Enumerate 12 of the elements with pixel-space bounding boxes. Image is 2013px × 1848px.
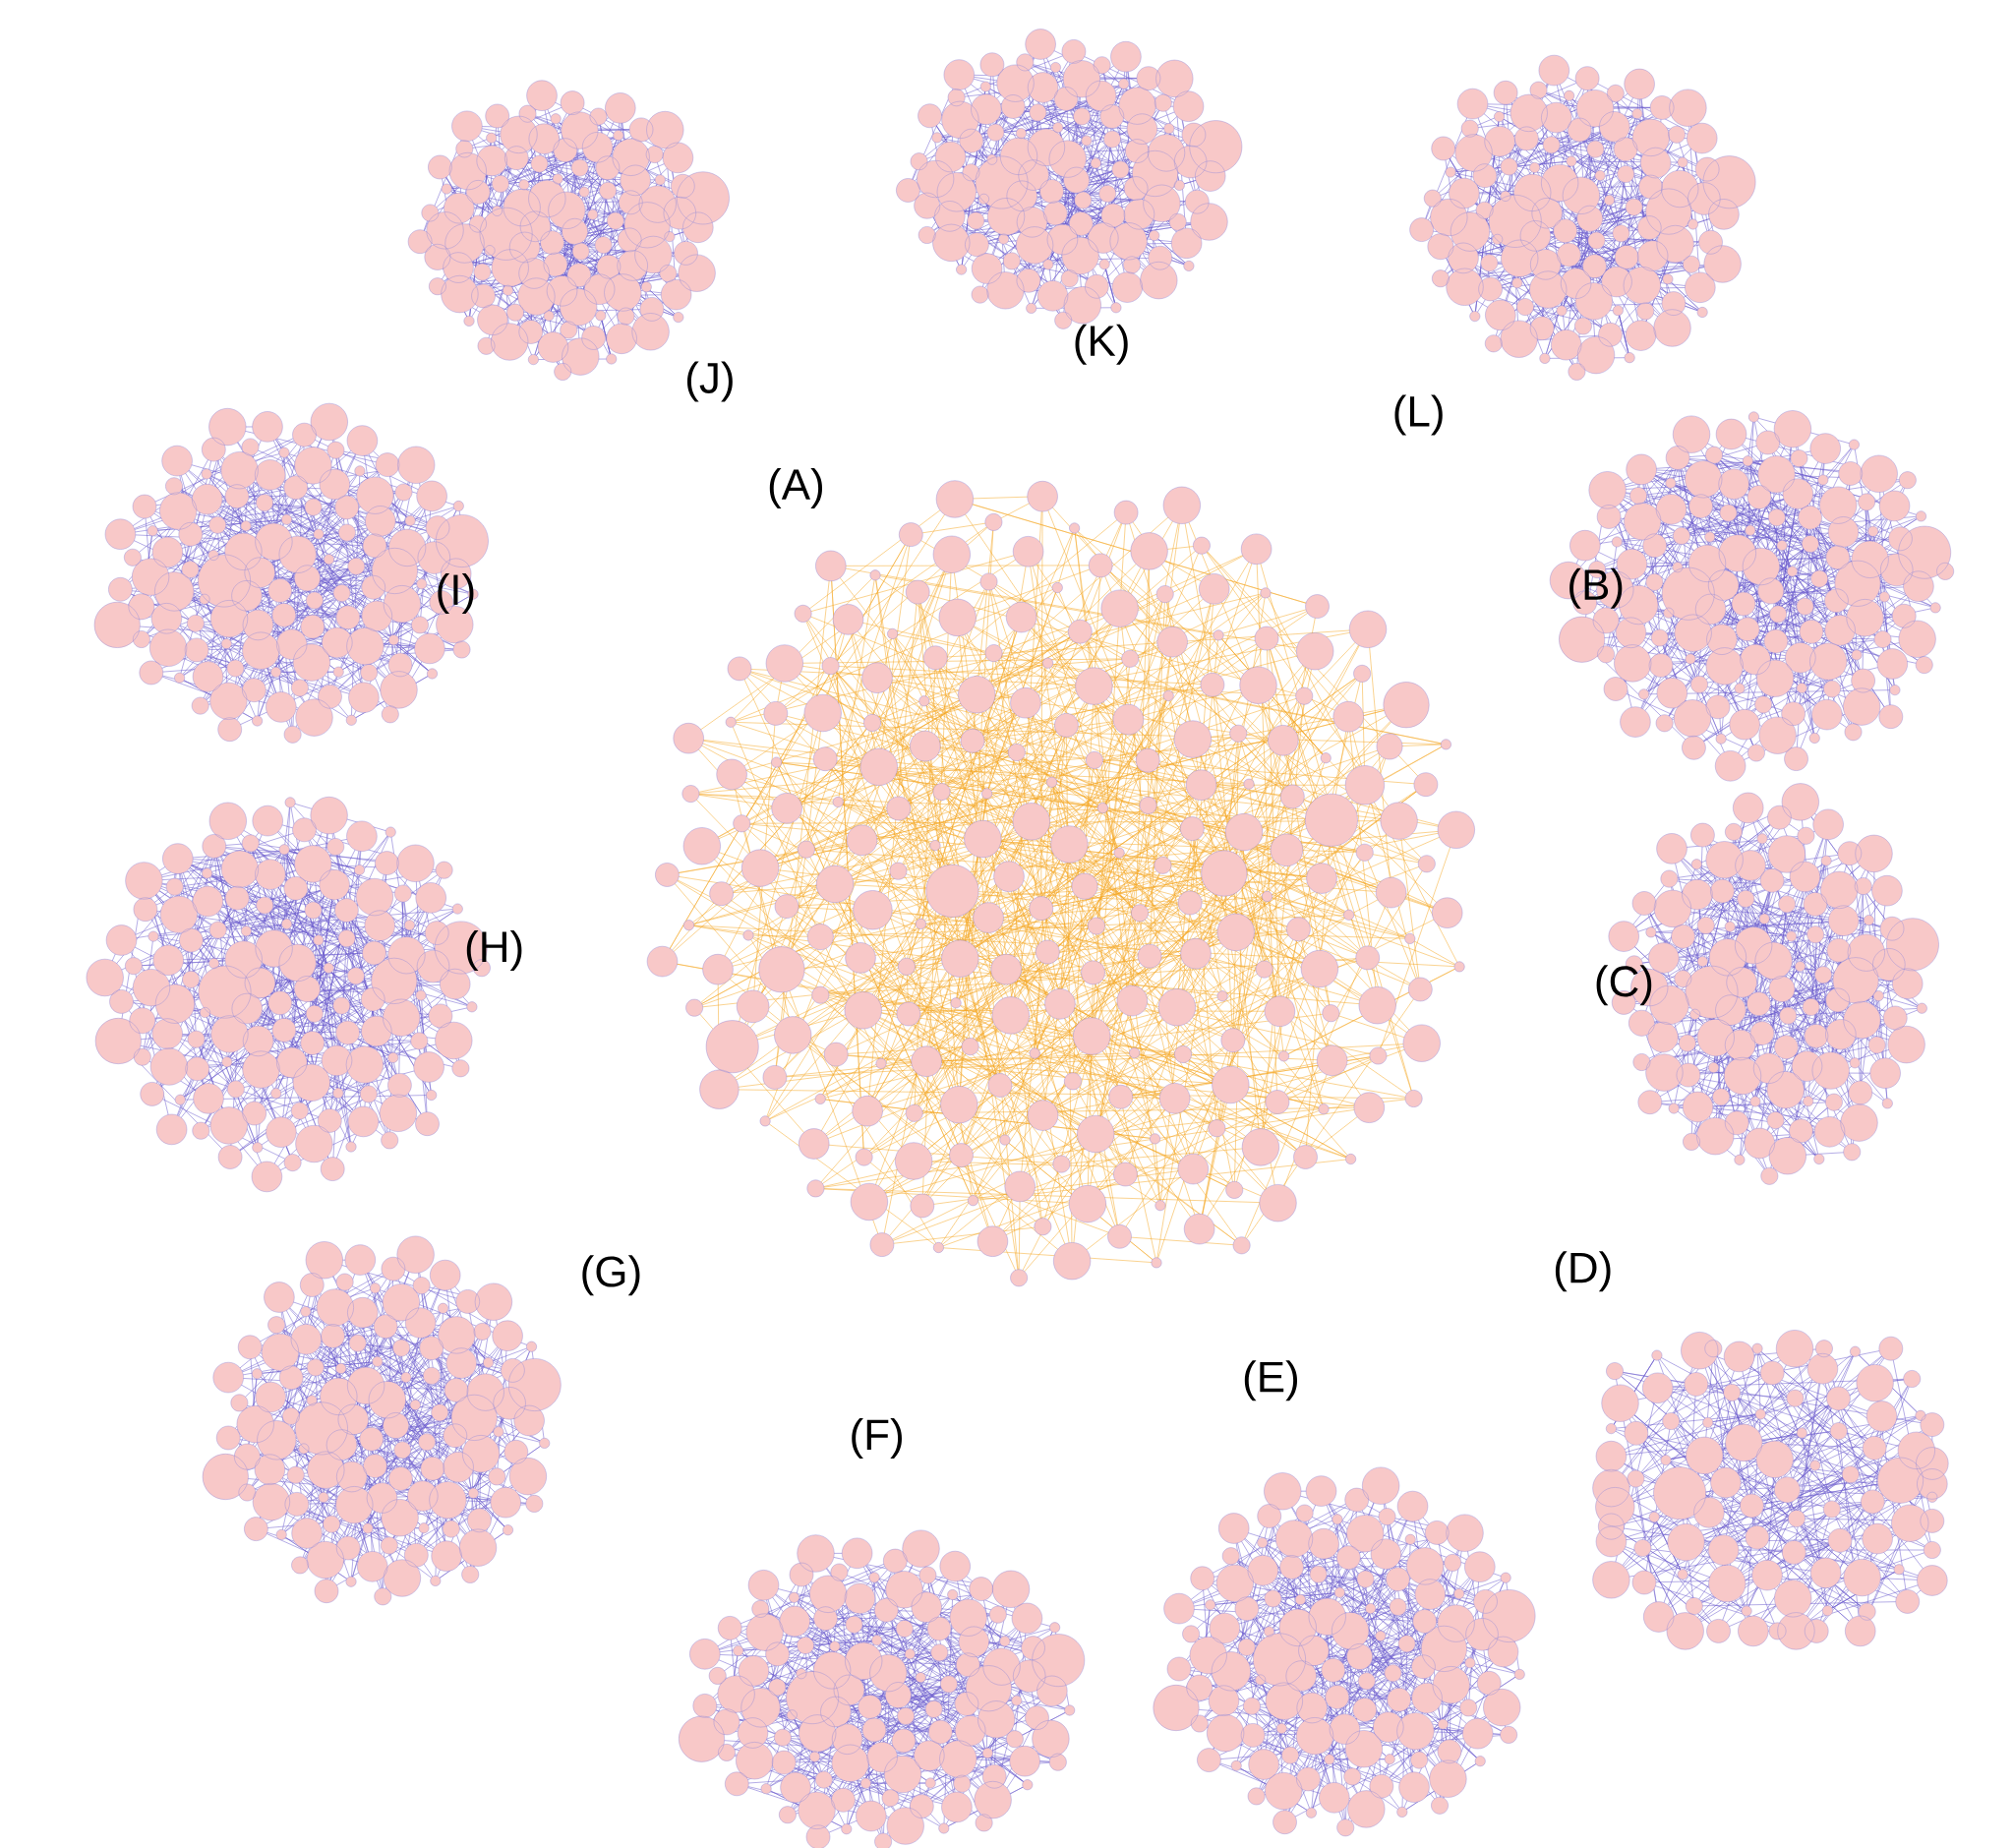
panel-label: (C) — [1596, 965, 1652, 1006]
panel-label: (F) — [852, 1418, 902, 1460]
panel-label: (H) — [466, 930, 522, 971]
panel-label: (J) — [687, 361, 733, 402]
panel-label: (E) — [1244, 1360, 1297, 1401]
panel-label: (K) — [1075, 324, 1128, 365]
panel-label: (A) — [769, 468, 822, 508]
panel-label: (I) — [438, 573, 474, 614]
panel-label: (D) — [1555, 1251, 1611, 1292]
panel-label: (L) — [1394, 394, 1443, 436]
panel-label: (G) — [582, 1255, 640, 1296]
panel-label: (B) — [1569, 567, 1623, 609]
